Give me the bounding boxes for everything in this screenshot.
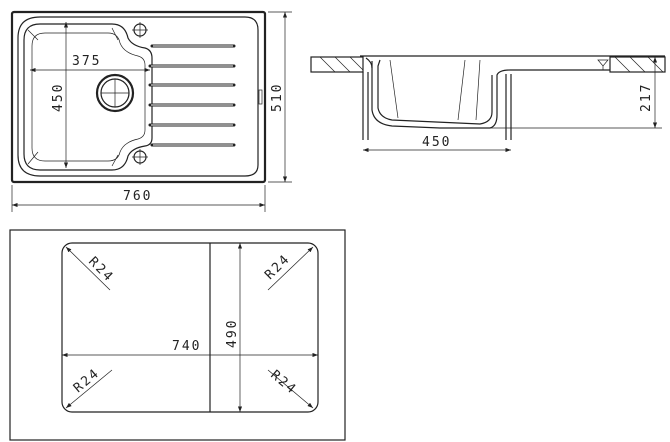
bowl-width-label: 375 bbox=[72, 54, 101, 69]
overall-width-label: 760 bbox=[123, 189, 152, 204]
drain-icon bbox=[95, 73, 135, 113]
bowl-length-label: 450 bbox=[51, 83, 66, 112]
overall-depth-label: 510 bbox=[270, 83, 285, 112]
drainer-ribs bbox=[148, 44, 236, 147]
bowl-outer bbox=[23, 23, 153, 171]
radius-label: R24 bbox=[262, 251, 293, 282]
radius-label: R24 bbox=[267, 368, 299, 398]
bowl-inner bbox=[31, 32, 146, 162]
cutout-view: 490 740 R24 R24 R24 R24 bbox=[9, 229, 346, 441]
top-view: 375 450 760 510 bbox=[10, 10, 292, 212]
tap-hole-icon bbox=[132, 22, 148, 38]
section-view: 217 450 bbox=[310, 55, 666, 153]
cutout-outline bbox=[9, 229, 346, 441]
section-width-label: 450 bbox=[422, 135, 451, 150]
radius-label: R24 bbox=[71, 366, 103, 396]
cutout-shape bbox=[61, 242, 319, 413]
sink-rim bbox=[17, 16, 259, 177]
cutout-width-label: 740 bbox=[172, 339, 201, 354]
cutout-depth-label: 490 bbox=[225, 319, 240, 348]
tap-hole-icon bbox=[132, 149, 148, 165]
sink-outline bbox=[10, 10, 267, 184]
section-depth-label: 217 bbox=[639, 83, 654, 112]
